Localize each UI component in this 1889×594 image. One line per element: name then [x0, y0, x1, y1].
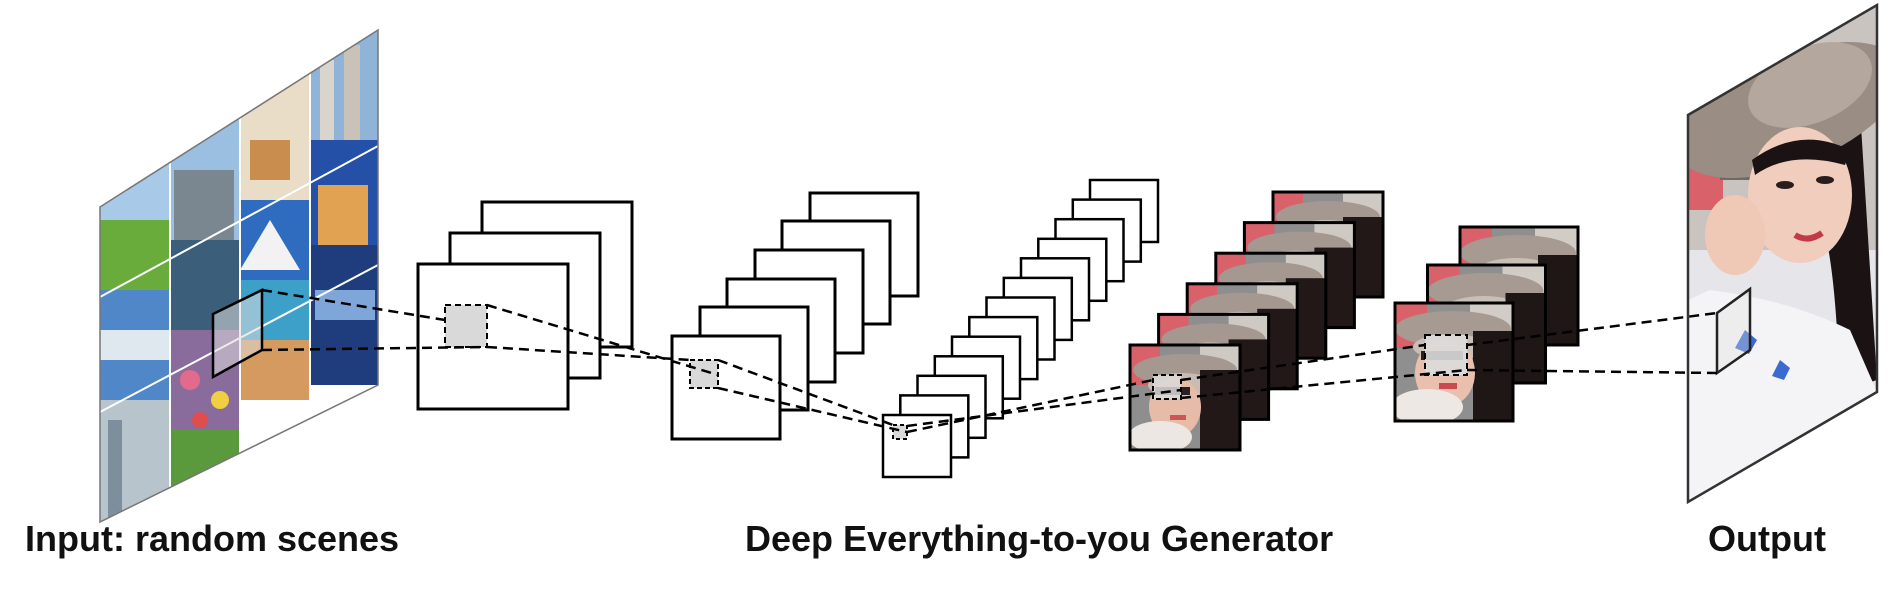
connection-line — [1466, 311, 1718, 347]
connection-line — [1180, 343, 1426, 382]
connection-line — [717, 386, 908, 434]
generated-patch-2 — [1424, 334, 1468, 376]
generated-map-stack-1 — [1128, 190, 1385, 453]
connection-line — [906, 388, 1182, 428]
input-caption: Input: random scenes — [25, 518, 400, 559]
generated-patch-1 — [1152, 374, 1182, 400]
generated-map-tile — [1391, 301, 1515, 425]
generated-map-stack-2 — [1391, 225, 1580, 425]
connection-line — [1466, 368, 1718, 375]
feature-map-stack-3 — [881, 178, 1160, 479]
connection-line — [486, 345, 691, 362]
feature-map-stack-1 — [416, 200, 634, 411]
generated-map-tile — [1128, 343, 1242, 453]
generator-caption: Deep Everything-to-you Generator — [745, 518, 1334, 559]
connection-line — [906, 378, 1154, 434]
feature-map-stack-2 — [670, 191, 920, 441]
connection-line — [261, 345, 488, 352]
receptive-field-links — [261, 288, 1718, 434]
output-portrait — [1686, 2, 1879, 505]
output-patch — [1715, 286, 1752, 376]
input-scene-collage — [99, 28, 379, 524]
connection-line — [486, 303, 719, 377]
output-caption: Output — [1708, 518, 1826, 559]
